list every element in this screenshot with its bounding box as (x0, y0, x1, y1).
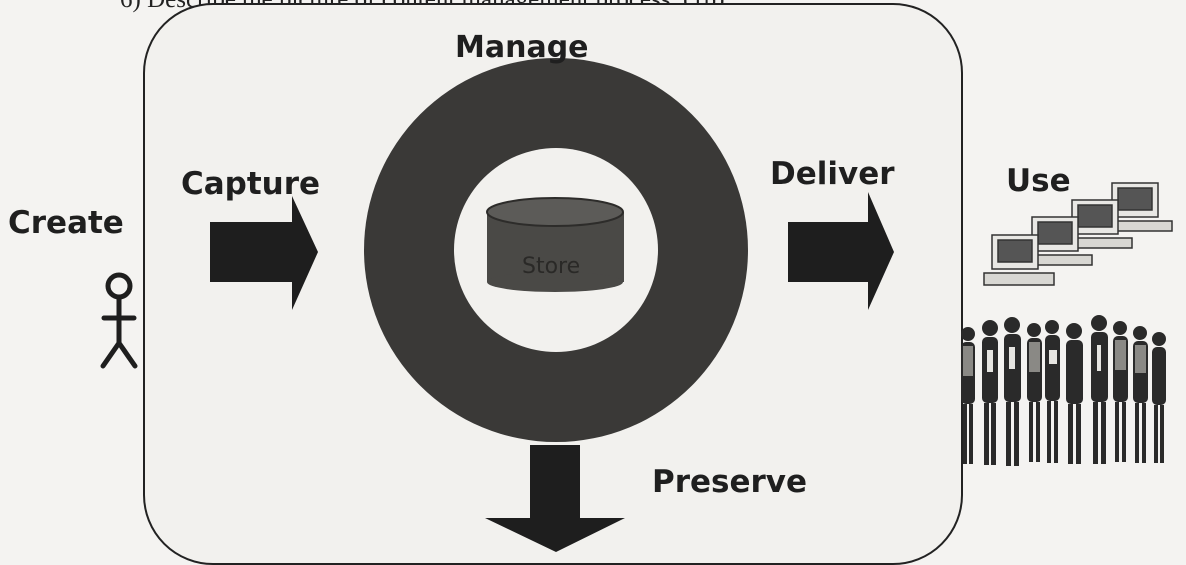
preserve-arrow (485, 445, 625, 552)
create-label: Create (8, 205, 124, 241)
use-label: Use (1006, 163, 1071, 199)
computer-terminals-icon (983, 182, 1173, 286)
manage-label: Manage (455, 30, 589, 65)
store-label: Store (522, 254, 581, 279)
capture-label: Capture (181, 166, 321, 202)
capture-arrow (210, 196, 318, 310)
store-cylinder (486, 197, 624, 292)
deliver-arrow (788, 192, 894, 310)
preserve-label: Preserve (652, 464, 808, 500)
deliver-label: Deliver (770, 156, 895, 192)
group-of-people-icon (961, 315, 1166, 466)
stick-figure-icon (100, 272, 138, 369)
